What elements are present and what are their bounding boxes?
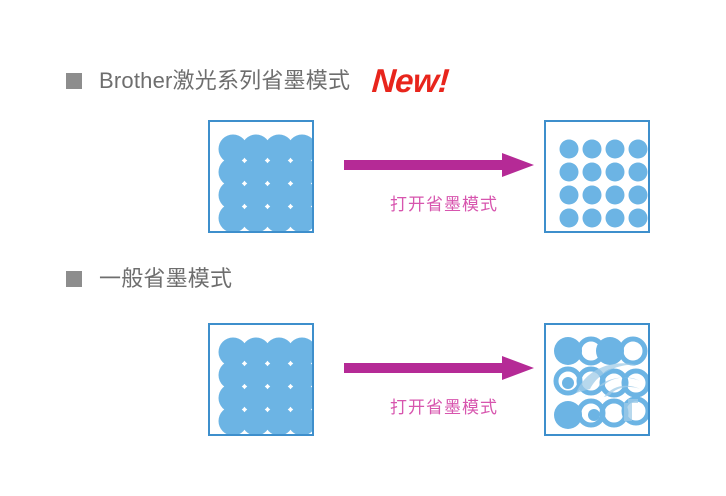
arrow-right-icon (344, 153, 534, 177)
dense-dot-grid-icon (218, 337, 312, 434)
section-title: Brother激光系列省墨模式 (99, 67, 351, 93)
new-badge: New! (370, 62, 451, 99)
bird-swoosh-watermark-icon (576, 363, 640, 421)
sample-box-after-general (544, 323, 650, 436)
sample-box-after-brother (544, 120, 650, 233)
square-bullet-icon (66, 271, 82, 287)
transition-arrow-group-2: 打开省墨模式 (344, 355, 544, 418)
arrow-right-icon (344, 356, 534, 380)
section-title: 一般省墨模式 (99, 266, 233, 291)
uneven-dot-grid-icon (553, 336, 648, 429)
sample-box-before-brother (208, 120, 314, 233)
transition-arrow-group-1: 打开省墨模式 (344, 152, 544, 215)
section-heading-brother-laser: Brother激光系列省墨模式 New! (66, 62, 451, 99)
arrow-label: 打开省墨模式 (390, 398, 498, 417)
section-heading-general-toner-save: 一般省墨模式 (66, 268, 254, 290)
square-bullet-icon (66, 72, 82, 89)
sample-box-before-general (208, 323, 314, 436)
dense-dot-grid-icon (218, 134, 312, 231)
arrow-label: 打开省墨模式 (390, 195, 498, 214)
even-reduced-dot-grid-icon (559, 139, 648, 228)
